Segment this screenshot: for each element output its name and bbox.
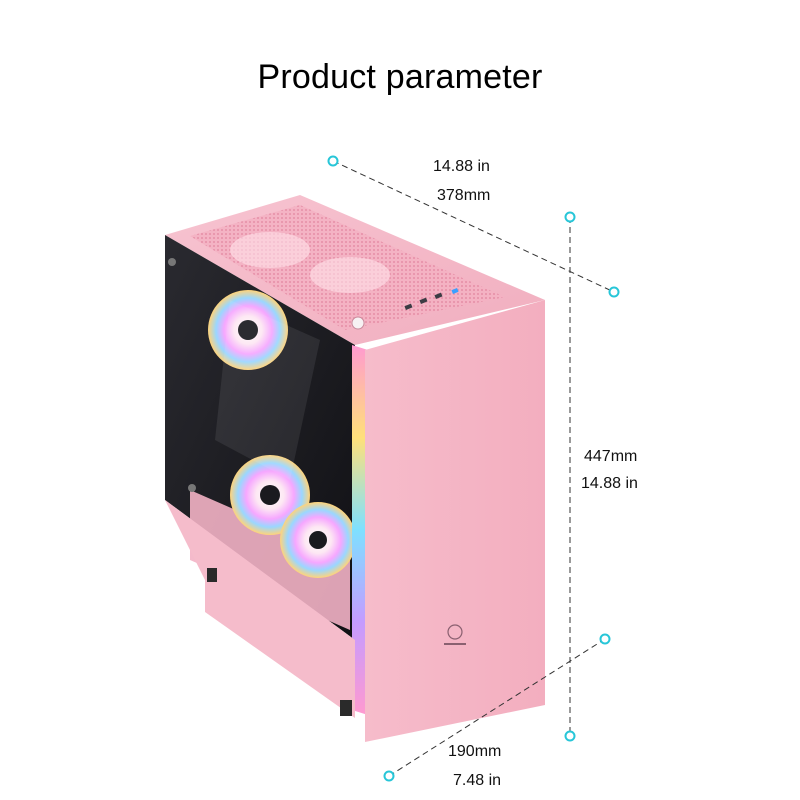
- case-side-bottom: [165, 500, 355, 718]
- psu-shroud: [190, 490, 350, 630]
- width-inches-label: 14.88 in: [433, 158, 490, 175]
- depth-inches-label: 7.48 in: [453, 772, 502, 789]
- case-front-panel: [365, 300, 545, 742]
- glass-screw: [168, 258, 176, 266]
- top-fan-glow: [230, 232, 310, 268]
- height-inches-label: 14.88 in: [581, 475, 638, 492]
- height-mm-label: 447mm: [584, 448, 638, 465]
- usb-c-port: [451, 288, 459, 294]
- brand-logo-icon: [447, 624, 463, 640]
- top-fan-glow: [310, 257, 390, 293]
- power-button: [351, 316, 365, 330]
- page-title: Product parameter: [257, 58, 543, 96]
- dimension-marker: [608, 286, 620, 298]
- rgb-light-strip: [352, 345, 368, 715]
- glass-reflection: [215, 300, 320, 480]
- dimension-marker: [383, 770, 395, 782]
- dimension-marker: [564, 730, 576, 742]
- usb-port: [419, 297, 428, 304]
- dimension-marker: [564, 211, 576, 223]
- case-foot: [207, 568, 217, 582]
- width-mm-label: 378mm: [437, 187, 491, 204]
- dimension-marker: [599, 633, 611, 645]
- glass-screw: [188, 484, 196, 492]
- dimension-marker: [327, 155, 339, 167]
- depth-dimension-line: [388, 638, 606, 777]
- depth-mm-label: 190mm: [448, 743, 502, 760]
- fan-hub: [260, 485, 280, 505]
- fan-hub: [238, 320, 258, 340]
- case-foot: [340, 700, 352, 716]
- width-dimension-line: [332, 160, 615, 293]
- brand-logo-text: [444, 643, 466, 645]
- usb-port: [404, 303, 413, 310]
- usb-port: [434, 292, 443, 299]
- fan-hub: [309, 531, 327, 549]
